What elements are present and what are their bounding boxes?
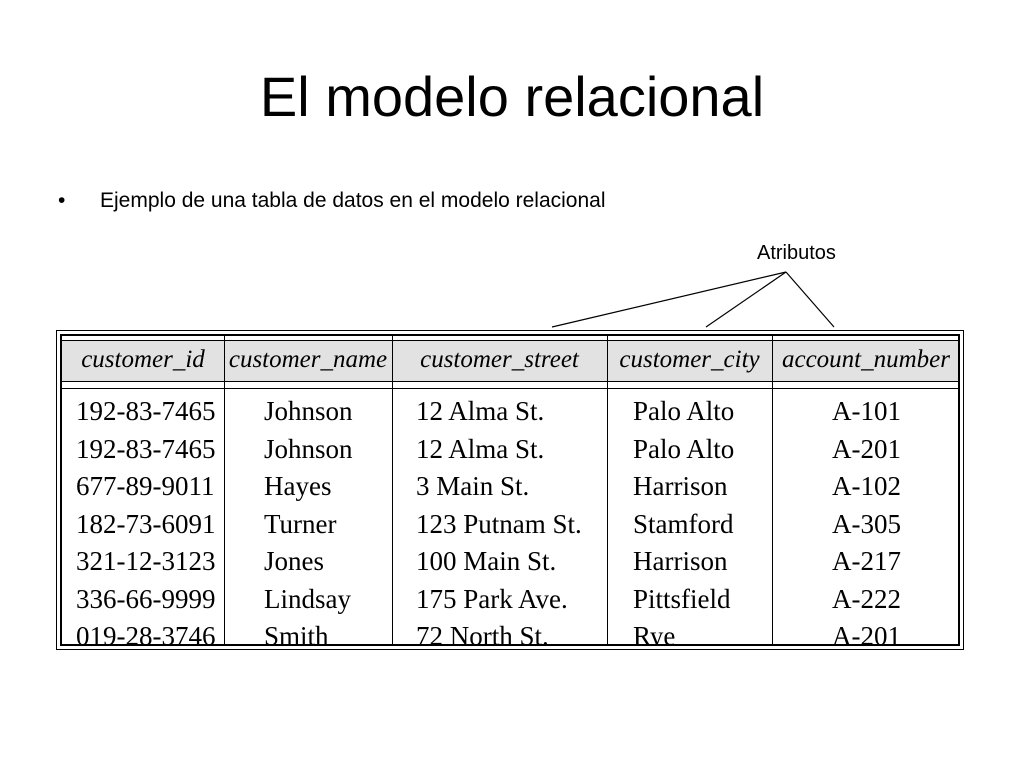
table-cell: 100 Main St. bbox=[416, 546, 557, 576]
slide-title: El modelo relacional bbox=[259, 65, 765, 128]
table-cell: Harrison bbox=[633, 471, 728, 501]
table-cell: 175 Park Ave. bbox=[416, 583, 568, 614]
table-cell: 321-12-3123 bbox=[76, 546, 216, 576]
table-cell: 12 Alma St. bbox=[416, 396, 545, 426]
table-cell: 192-83-7465 bbox=[76, 396, 216, 426]
table-cell: Stamford bbox=[633, 508, 734, 539]
table-cell: A-201 bbox=[832, 433, 901, 464]
table-cell: 677-89-9011 bbox=[76, 471, 215, 501]
relation-table-body: customer_id customer_name customer_street c… bbox=[60, 334, 960, 646]
table-cell: Turner bbox=[264, 508, 337, 539]
header-separator bbox=[62, 388, 958, 389]
table-cell: 123 Putnam St. bbox=[416, 508, 582, 539]
column-separator bbox=[224, 336, 225, 644]
table-cell: 3 Main St. bbox=[416, 471, 530, 501]
table-cell: Palo Alto bbox=[633, 433, 735, 464]
table-cell: 12 Alma St. bbox=[416, 433, 545, 464]
pointer-line-account bbox=[785, 271, 835, 328]
table-cell: 182-73-6091 bbox=[76, 508, 216, 539]
table-cell: Johnson bbox=[264, 396, 353, 426]
bullet-item: • Ejemplo de una tabla de datos en el mod… bbox=[58, 188, 606, 214]
table-cell: A-201 bbox=[832, 621, 901, 646]
table-cell: Smith bbox=[264, 621, 329, 646]
column-header-account-number: account_number bbox=[781, 346, 951, 373]
table-cell: A-222 bbox=[832, 583, 901, 614]
table-cell: A-102 bbox=[832, 471, 901, 501]
table-cell: 336-66-9999 bbox=[76, 583, 216, 614]
table-cell: Hayes bbox=[264, 471, 332, 501]
table-cell: 72 North St. bbox=[416, 621, 549, 646]
table-header-band bbox=[62, 340, 958, 382]
bullet-text: Ejemplo de una tabla de datos en el mode… bbox=[100, 189, 606, 212]
table-cell: Harrison bbox=[633, 546, 728, 576]
table-cell: Rye bbox=[633, 621, 676, 646]
bullet-dot: • bbox=[58, 189, 66, 212]
pointer-line-city bbox=[705, 271, 787, 328]
table-cell: 192-83-7465 bbox=[76, 433, 216, 464]
column-separator bbox=[607, 336, 608, 644]
column-separator bbox=[772, 336, 773, 644]
column-header-customer-name: customer_name bbox=[228, 346, 388, 373]
table-cell: Pittsfield bbox=[633, 583, 731, 614]
table-cell: 019-28-3746 bbox=[76, 621, 216, 646]
table-cell: Jones bbox=[264, 546, 324, 576]
pointer-line-street bbox=[551, 271, 787, 328]
relation-table: customer_id customer_name customer_street c… bbox=[56, 330, 964, 650]
table-cell: Lindsay bbox=[264, 583, 351, 614]
table-cell: A-217 bbox=[832, 546, 901, 576]
table-cell: A-101 bbox=[832, 396, 901, 426]
column-header-customer-street: customer_street bbox=[420, 346, 579, 373]
attributes-label: Atributos bbox=[757, 242, 836, 264]
table-cell: Palo Alto bbox=[633, 396, 735, 426]
column-separator bbox=[392, 336, 393, 644]
column-header-customer-id: customer_id bbox=[81, 346, 205, 373]
column-header-customer-city: customer_city bbox=[619, 346, 760, 373]
table-cell: Johnson bbox=[264, 433, 353, 464]
table-cell: A-305 bbox=[832, 508, 901, 539]
